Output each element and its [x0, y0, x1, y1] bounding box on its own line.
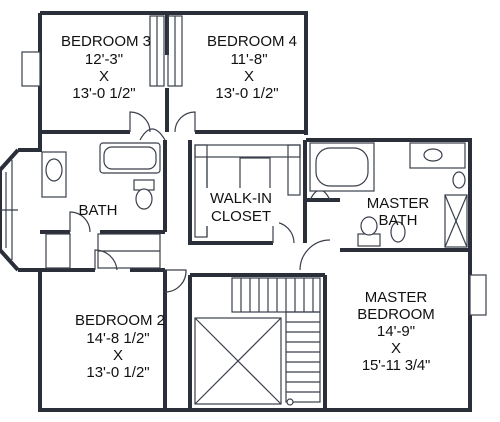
bidet [390, 221, 406, 243]
bay-window [0, 148, 20, 272]
master-toilet-tank [357, 233, 381, 247]
master-bath-fixtures [309, 142, 468, 248]
walk-in-closet-line2: CLOSET [211, 208, 271, 225]
master-bedroom-x: X [391, 340, 401, 357]
room-label-master-bedroom: MASTER BEDROOM 14'-9" X 15'-11 3/4" [357, 289, 435, 374]
right-bump-out [469, 274, 487, 316]
room-label-bedroom-3: BEDROOM 3 12'-3" X 13'-0 1/2" [61, 33, 151, 102]
bedroom-3-width: 12'-3" [85, 51, 123, 68]
room-label-master-bath: MASTER BATH [367, 195, 430, 229]
master-bedroom-line2: BEDROOM [357, 306, 435, 323]
bedroom-4-name: BEDROOM 4 [207, 33, 297, 50]
bedroom-2-name: BEDROOM 2 [75, 312, 165, 329]
master-sink [423, 148, 443, 162]
bath-fixtures [41, 142, 161, 210]
stair-treads-lower [286, 321, 320, 393]
stair-treads-upper [240, 278, 314, 312]
open-to-below [194, 317, 282, 405]
bedroom-2-x: X [113, 347, 123, 364]
bedroom-4-depth: 13'-0 1/2" [215, 85, 278, 102]
master-toilet-bowl [360, 216, 378, 236]
master-bath-line2: BATH [379, 212, 418, 229]
master-bath-line1: MASTER [367, 195, 430, 212]
bedroom-3-name: BEDROOM 3 [61, 33, 151, 50]
walk-in-closet-line1: WALK-IN [210, 190, 272, 207]
bedroom-2-width: 14'-8 1/2" [86, 330, 149, 347]
master-bedroom-line1: MASTER [365, 289, 428, 306]
stairs [231, 277, 321, 406]
closets [45, 15, 183, 269]
toilet-bowl [135, 188, 153, 210]
master-bedroom-depth: 15'-11 3/4" [362, 357, 430, 374]
room-label-bedroom-4: BEDROOM 4 11'-8" X 13'-0 1/2" [207, 33, 297, 102]
bath-name: BATH [79, 202, 118, 219]
sink [45, 158, 63, 182]
master-bedroom-width: 14'-9" [377, 323, 415, 340]
bedroom-3-depth: 13'-0 1/2" [72, 85, 135, 102]
left-bump-out [21, 51, 41, 87]
newel-post [286, 398, 294, 406]
interior-walls [40, 13, 470, 410]
bedroom-4-width: 11'-8" [230, 51, 267, 68]
bedroom-2-depth: 13'-0 1/2" [86, 364, 149, 381]
room-label-bedroom-2: BEDROOM 2 14'-8 1/2" X 13'-0 1/2" [75, 312, 165, 381]
room-label-walk-in-closet: WALK-IN CLOSET [203, 188, 279, 226]
bedroom-3-x: X [99, 68, 109, 85]
bedroom-4-x: X [244, 68, 254, 85]
